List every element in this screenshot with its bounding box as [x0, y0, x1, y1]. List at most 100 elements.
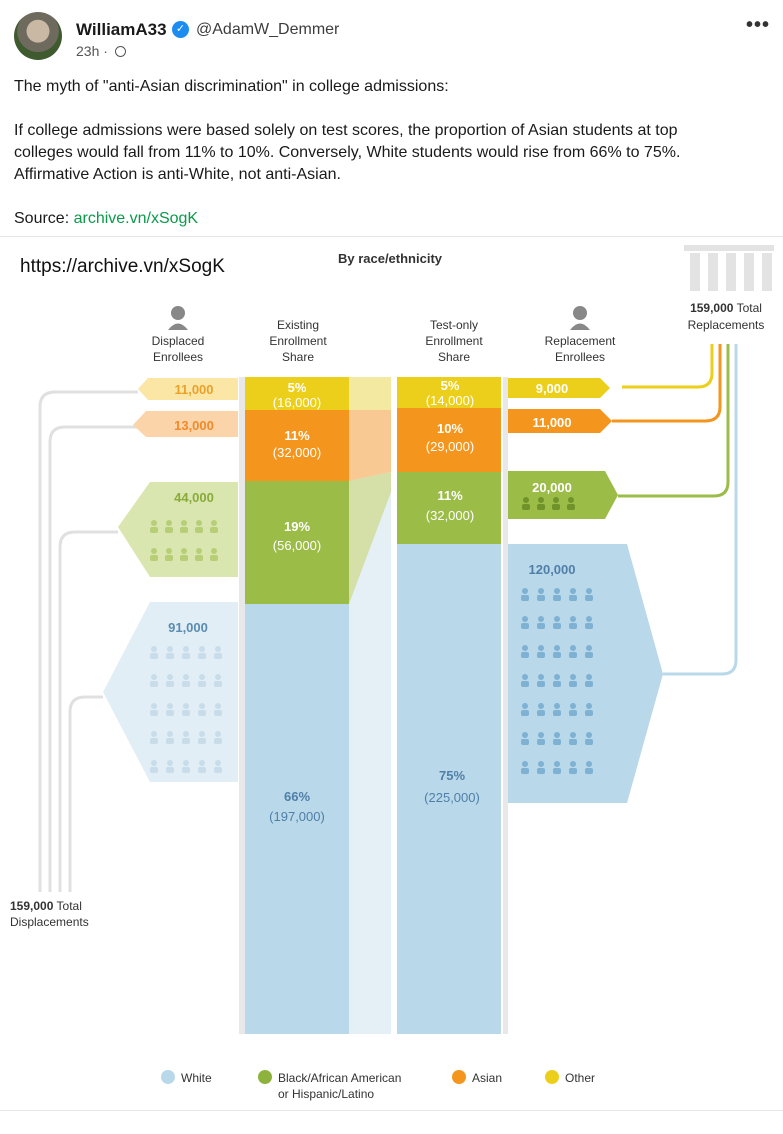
- post-meta: 23h ·: [76, 43, 126, 59]
- institution-icon: [684, 245, 774, 291]
- globe-icon: [114, 46, 126, 57]
- replacement-asian-value: 11,000: [532, 415, 571, 430]
- legend: White Black/African American or Hispanic…: [161, 1070, 595, 1101]
- testonly-column: [397, 377, 508, 1034]
- testonly-white-pct: 75%: [439, 768, 465, 783]
- people-icons: [150, 497, 593, 774]
- url-overlay: https://archive.vn/xSogK: [20, 256, 225, 277]
- col-displaced-label: Displaced: [152, 334, 205, 348]
- testonly-black-hispanic-pct: 11%: [437, 488, 463, 503]
- post-text: The myth of "anti-Asian discrimination" …: [14, 76, 774, 230]
- total-displacements-label: Displacements: [10, 915, 89, 929]
- testonly-asian-count: (29,000): [426, 439, 474, 454]
- testonly-other-bar: [397, 377, 501, 408]
- testonly-other-count: (14,000): [426, 393, 474, 408]
- person-icon: [168, 306, 188, 330]
- legend-label-white: White: [181, 1071, 212, 1085]
- existing-black-hispanic-bar: [245, 481, 349, 604]
- testonly-black-hispanic-bar: [397, 472, 501, 544]
- existing-black-hispanic-count: (56,000): [273, 538, 321, 553]
- displaced-other-arrow: [138, 378, 238, 400]
- col-testonly-label: Test-only: [430, 318, 478, 332]
- displaced-black-hispanic-value: 44,000: [174, 490, 214, 505]
- replacement-other-arrow: [508, 378, 610, 398]
- replacement-white-value: 120,000: [529, 562, 576, 577]
- person-icon: [570, 306, 590, 330]
- existing-asian-bar: [245, 410, 349, 481]
- more-options-button[interactable]: •••: [746, 14, 771, 36]
- figure-title: By race/ethnicity: [338, 251, 443, 266]
- displacement-lines: [38, 390, 138, 892]
- displaced-shapes: [103, 378, 238, 782]
- source-line: Source: archive.vn/xSogK: [14, 208, 774, 230]
- displaced-black-hispanic-shape: [118, 482, 238, 577]
- post-text-line: Affirmative Action is anti-White, not an…: [14, 166, 341, 183]
- existing-white-pct: 66%: [284, 789, 310, 804]
- testonly-asian-pct: 10%: [437, 421, 463, 436]
- existing-other-count: (16,000): [273, 395, 321, 410]
- col-existing-label: Enrollment: [269, 334, 327, 348]
- displaced-values: 11,000 13,000 44,000 91,000: [168, 382, 214, 635]
- existing-other-bar: [245, 377, 349, 410]
- infographic-svg: https://archive.vn/xSogK By race/ethnici…: [10, 245, 774, 1101]
- testonly-white-bar: [397, 544, 501, 1034]
- author-handle[interactable]: @AdamW_Demmer: [196, 21, 340, 38]
- post-text-line: The myth of "anti-Asian discrimination" …: [14, 78, 449, 95]
- total-replacements-label: Replacements: [688, 318, 765, 332]
- legend-label-black-hispanic: Black/African American: [278, 1071, 401, 1085]
- existing-values: 5% (16,000) 11% (32,000) 19% (56,000) 66…: [269, 380, 325, 824]
- replacement-other-value: 9,000: [536, 381, 569, 396]
- source-label: Source:: [14, 210, 74, 227]
- displaced-asian-value: 13,000: [174, 418, 214, 433]
- replacement-black-hispanic-arrow: [508, 471, 618, 519]
- replacement-black-hispanic-value: 20,000: [532, 480, 572, 495]
- post-text-line: colleges would fall from 11% to 10%. Con…: [14, 144, 681, 161]
- post-text-line: If college admissions were based solely …: [14, 122, 678, 139]
- replacement-white-shape: [508, 544, 663, 803]
- replacement-values: 9,000 11,000 20,000 120,000: [529, 381, 576, 577]
- source-link[interactable]: archive.vn/xSogK: [73, 210, 199, 227]
- existing-black-hispanic-pct: 19%: [284, 519, 310, 534]
- col-existing-label: Share: [282, 350, 314, 364]
- legend-swatch-other: [545, 1070, 559, 1084]
- displaced-other-value: 11,000: [174, 382, 213, 397]
- existing-column: [239, 377, 349, 1034]
- author-name[interactable]: WilliamA33: [76, 20, 167, 39]
- displaced-white-value: 91,000: [168, 620, 208, 635]
- total-displacements: 159,000 Total: [10, 899, 82, 913]
- legend-label-black-hispanic-2: or Hispanic/Latino: [278, 1087, 374, 1101]
- testonly-white-count: (225,000): [424, 790, 480, 805]
- displaced-asian-arrow: [133, 411, 238, 437]
- replacement-lines: [612, 344, 738, 676]
- replacement-asian-arrow: [508, 409, 612, 433]
- avatar[interactable]: [14, 12, 62, 60]
- legend-swatch-black-hispanic: [258, 1070, 272, 1084]
- legend-label-other: Other: [565, 1071, 595, 1085]
- legend-label-asian: Asian: [472, 1071, 502, 1085]
- existing-white-count: (197,000): [269, 809, 325, 824]
- replacement-shapes: [508, 378, 663, 803]
- existing-asian-count: (32,000): [273, 445, 321, 460]
- legend-swatch-white: [161, 1070, 175, 1084]
- infographic[interactable]: https://archive.vn/xSogK By race/ethnici…: [0, 236, 783, 1111]
- col-replacement-label: Enrollees: [555, 350, 605, 364]
- transition-band: [349, 377, 391, 1034]
- existing-asian-pct: 11%: [284, 428, 310, 443]
- existing-other-pct: 5%: [288, 380, 307, 395]
- col-testonly-label: Enrollment: [425, 334, 483, 348]
- post-header: WilliamA33 ✓ @AdamW_Demmer 23h · •••: [0, 0, 783, 70]
- testonly-values: 5% (14,000) 10% (29,000) 11% (32,000) 75…: [424, 378, 480, 805]
- col-replacement-label: Replacement: [545, 334, 616, 348]
- col-existing-label: Existing: [277, 318, 319, 332]
- post-time[interactable]: 23h: [76, 43, 100, 59]
- displaced-white-shape: [103, 602, 238, 782]
- legend-swatch-asian: [452, 1070, 466, 1084]
- col-displaced-label: Enrollees: [153, 350, 203, 364]
- existing-white-bar: [245, 604, 349, 1034]
- testonly-black-hispanic-count: (32,000): [426, 508, 474, 523]
- total-replacements-top: 159,000 Total: [690, 301, 762, 315]
- col-testonly-label: Share: [438, 350, 470, 364]
- testonly-other-pct: 5%: [441, 378, 460, 393]
- verified-badge-icon: ✓: [172, 21, 189, 38]
- testonly-asian-bar: [397, 408, 501, 472]
